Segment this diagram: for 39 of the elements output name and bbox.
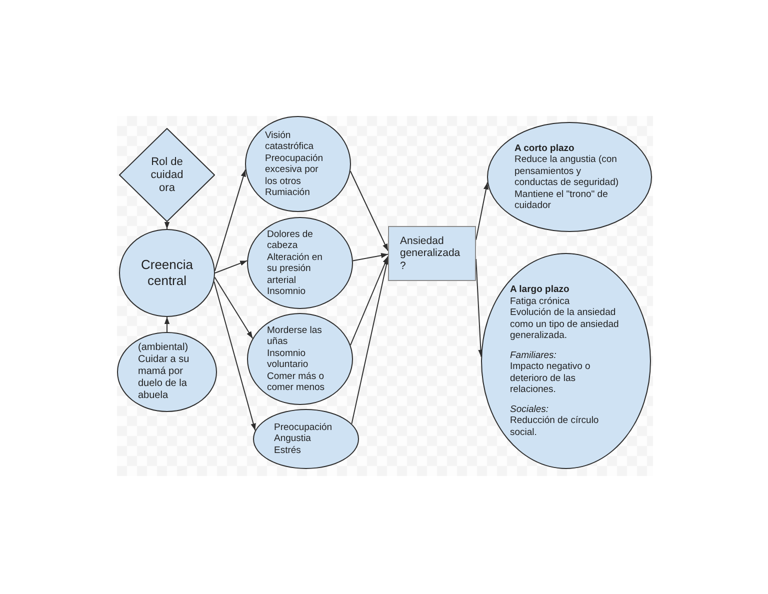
node-text: Reducción de círculo social. [510,415,600,438]
node-text: Visión catastrófica [265,130,315,152]
node-text: Dolores de cabeza [267,228,314,252]
node-text: Estrés [274,444,301,456]
decision-diamond [119,128,215,222]
subheading: Familiares: [510,350,556,361]
node-text: Ansiedad generalizada ? [400,234,462,272]
node-text: Morderse las uñas [267,324,323,348]
node-text: Alteración en su presión arterial [267,252,324,286]
node-text: Insomnio voluntario [267,348,310,370]
arrow [350,170,388,252]
arrow [476,182,489,240]
node-heading: A largo plazo [510,284,570,296]
node-heading: A corto plazo [514,142,574,154]
node-text: Reduce la angustia (con pensamientos y conductas de seguridad) [514,154,620,188]
node-text: Mantiene el "trono" de cuidador [514,188,609,212]
node-text: Preocupación excesiva por los otros [265,152,324,187]
arrow [164,222,170,230]
node-text: Creencia central [140,257,194,289]
arrow [214,169,246,272]
arrow [214,276,254,339]
node-text: Insomnio [267,286,306,298]
arrow [352,253,388,262]
node-text: Evolución de la ansiedad como un tipo de ansiedad generalizada. [510,307,620,342]
arrow [350,256,388,346]
node-text: Comer más o comer menos [267,370,326,394]
node-text: Angustia [274,433,311,445]
node-text: Fatiga crónica [510,296,570,307]
process-box [388,226,476,281]
node-text: Rumiación [265,187,310,198]
node-text: Cuidar a su mamá por duelo de la abuela [138,354,190,402]
subheading: Sociales: [510,404,549,415]
node-text: (ambiental) [138,342,188,354]
node-text: Rol de cuidad ora [150,156,184,194]
node-text: Preocupación [274,422,332,434]
arrow [214,281,256,431]
arrow [214,260,248,274]
node-text: Impacto negativo o deterioro de las relaciones. [510,361,592,396]
arrow [164,316,170,332]
